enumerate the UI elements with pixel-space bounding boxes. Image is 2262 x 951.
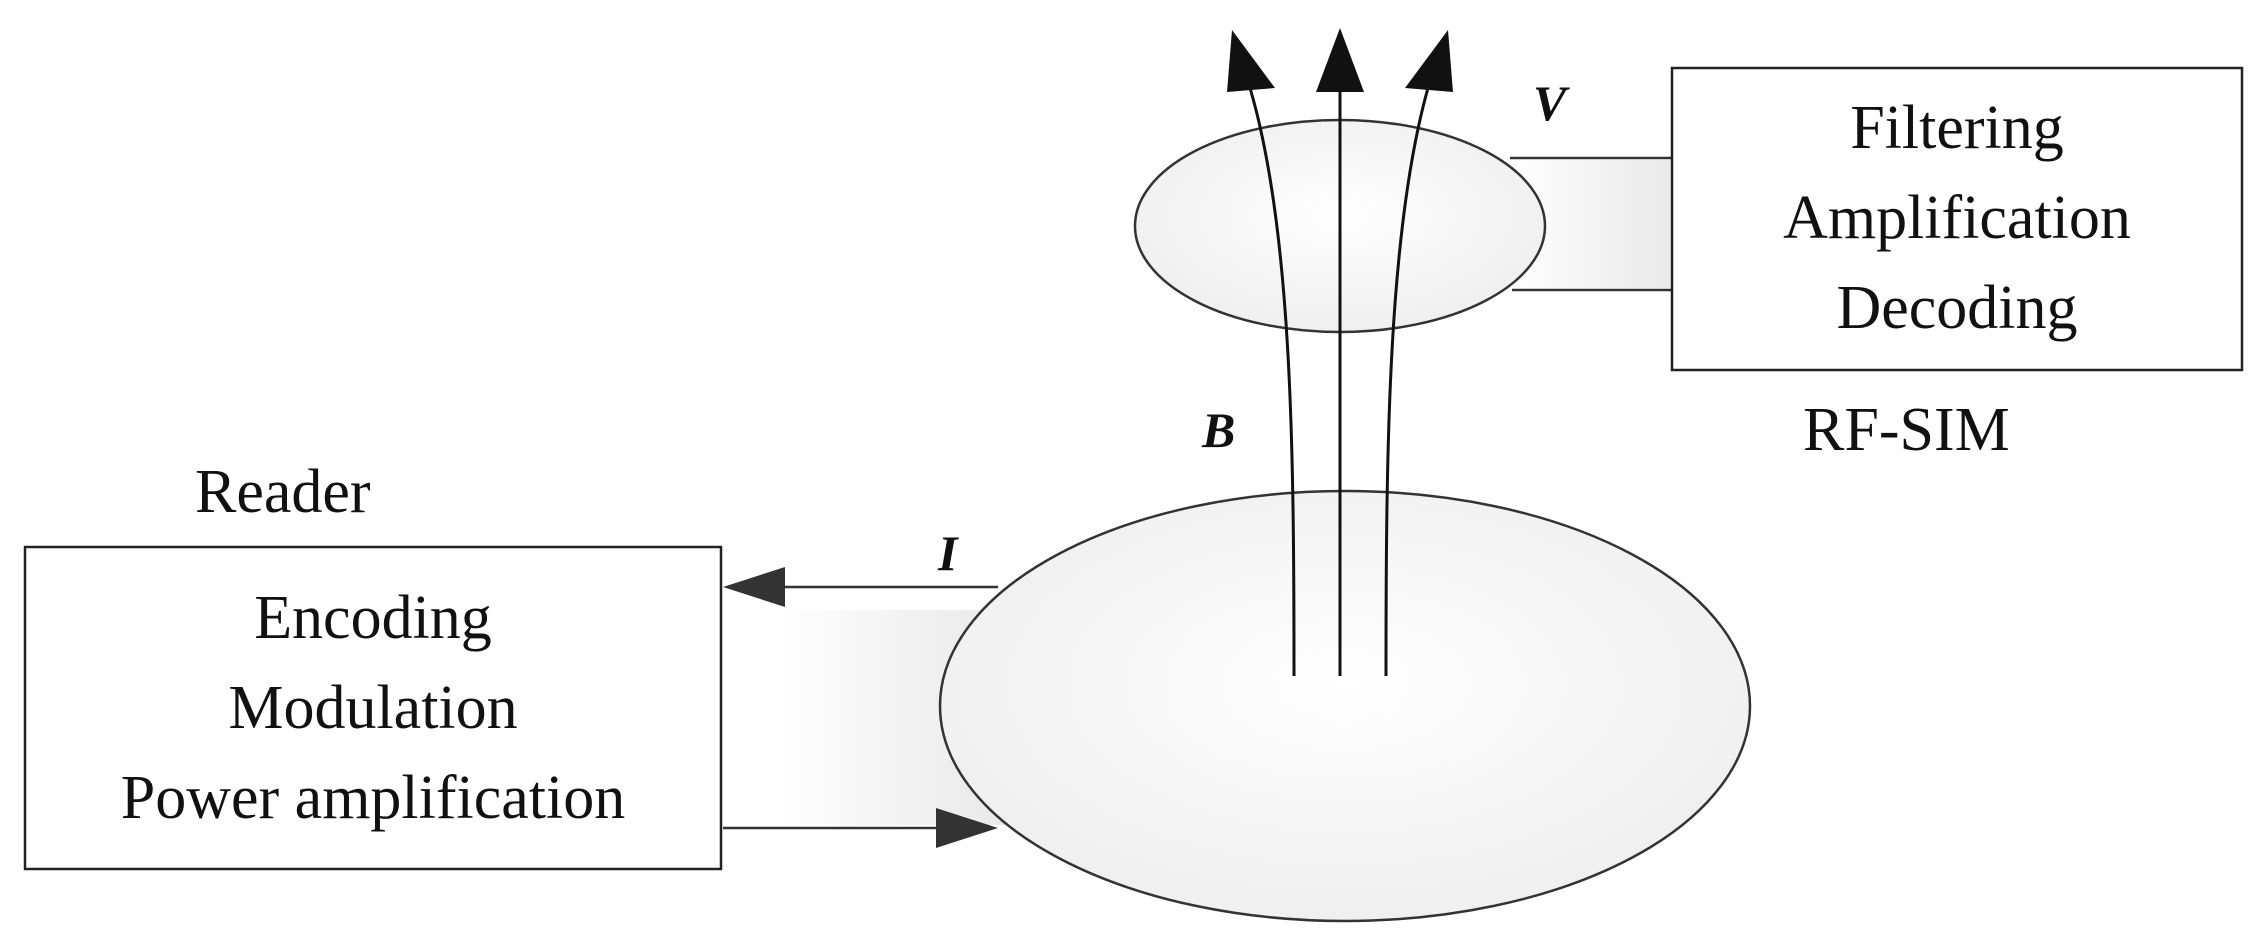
reader-line-encoding: Encoding xyxy=(254,584,492,652)
field-symbol: B xyxy=(1201,402,1235,458)
rfsim-line-amplification: Amplification xyxy=(1783,184,2131,252)
reader-line-modulation: Modulation xyxy=(228,674,517,742)
voltage-symbol: V xyxy=(1533,75,1570,131)
magnetic-field-lines xyxy=(1227,28,1453,677)
field-line-left xyxy=(1248,87,1296,677)
current-wire-top xyxy=(723,567,998,607)
reader-line-power-amplification: Power amplification xyxy=(121,764,625,832)
current-wire-bottom xyxy=(723,808,998,848)
arrow-right-icon xyxy=(936,808,998,848)
arrow-left-icon xyxy=(723,567,785,607)
rfsim-title: RF-SIM xyxy=(1803,396,2010,464)
reader-coil xyxy=(938,489,1752,923)
rfsim-box xyxy=(1670,66,2244,372)
rfsim-line-decoding: Decoding xyxy=(1836,274,2077,342)
arrow-up-icon xyxy=(1405,30,1453,92)
current-symbol: I xyxy=(937,525,959,581)
arrow-up-icon xyxy=(1227,30,1275,92)
field-line-right xyxy=(1384,87,1430,677)
reader-title: Reader xyxy=(195,458,371,526)
reader-box xyxy=(23,545,723,871)
rfsim-line-filtering: Filtering xyxy=(1850,94,2064,162)
arrow-up-icon xyxy=(1316,28,1364,92)
